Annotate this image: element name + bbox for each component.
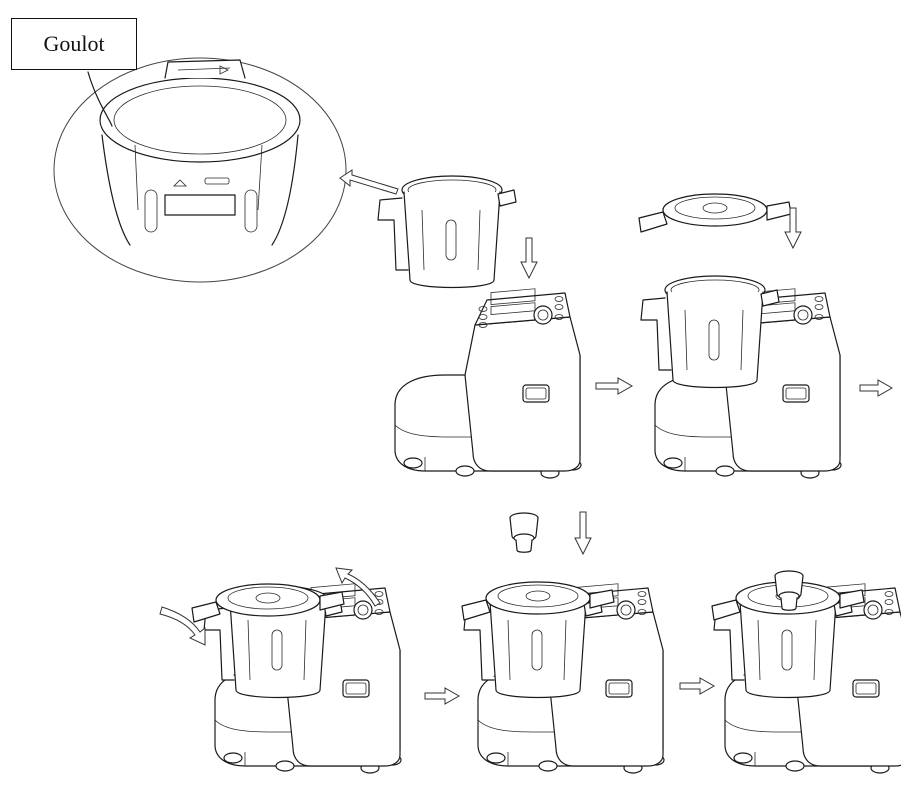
fully-assembled-illustration (711, 570, 901, 774)
jug-illustration (377, 175, 517, 289)
measuring-cup-illustration (509, 512, 539, 553)
arrow-down-icon (574, 511, 592, 556)
lid-locking-illustration (191, 583, 402, 774)
spout-label: Goulot (11, 18, 137, 70)
arrow-left-icon (339, 169, 399, 195)
base-with-jug-illustration (640, 275, 842, 479)
arrow-right-icon (595, 377, 634, 395)
spout-label-text: Goulot (43, 31, 105, 56)
arrow-right-icon (679, 677, 716, 695)
magnified-jug-spout-callout (53, 57, 347, 283)
lid-illustration (638, 193, 792, 233)
curved-arrow-icon (159, 606, 206, 646)
arrow-right-icon (424, 687, 461, 705)
arrow-down-icon (784, 207, 802, 250)
assembled-with-lid-illustration (461, 581, 665, 774)
arrow-right-icon (859, 379, 894, 397)
spout-leader-line (87, 71, 113, 127)
curved-arrow-icon (335, 567, 381, 607)
base-unit-illustration (394, 288, 582, 479)
arrow-down-icon (520, 237, 538, 280)
